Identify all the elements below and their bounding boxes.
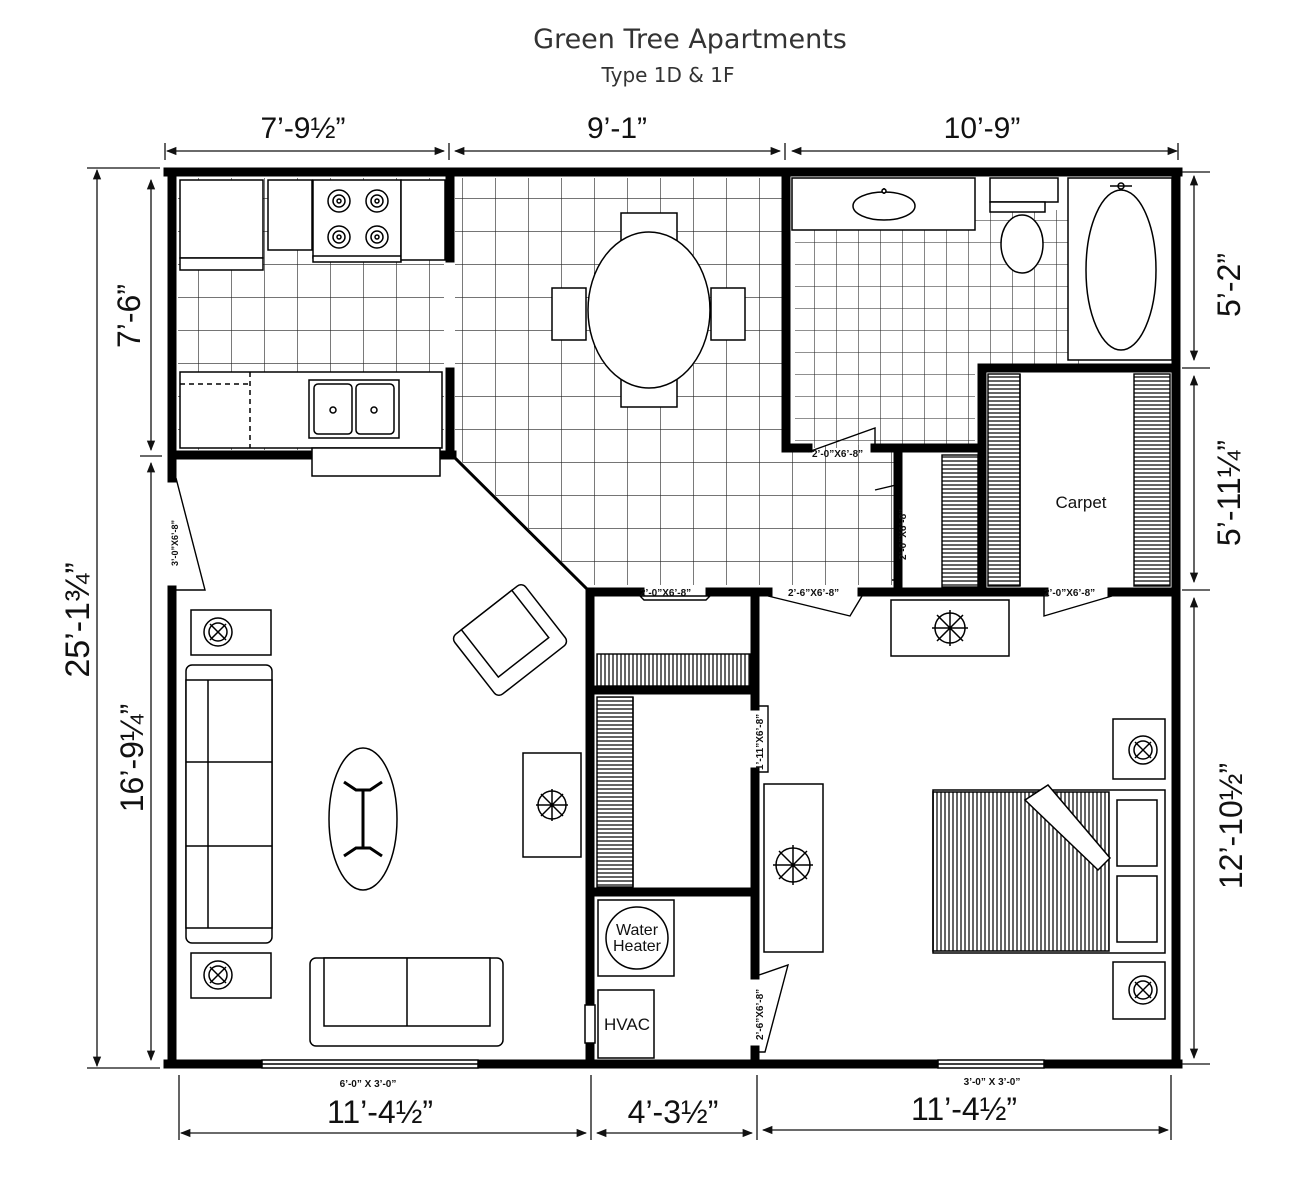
dim-top-mid: 9’-1” [587, 112, 647, 145]
closet-door-label: 2’-0”X6’-8” [898, 509, 909, 560]
windows [261, 1059, 1045, 1069]
bedroom-closet-door-label: 1’-11”X6’-8” [755, 714, 766, 770]
kitchen-fixtures [179, 179, 446, 477]
bedroom-door-swing [767, 595, 863, 617]
dining-table [587, 231, 711, 389]
bath-door-swing [807, 427, 876, 453]
lamp-icon [1128, 975, 1158, 1005]
carpet-label: Carpet [1055, 493, 1106, 512]
plant-icon [536, 789, 568, 821]
carpet-closet-door-label: 2’-0”X6’-8” [1044, 588, 1095, 599]
toilet-icon [1000, 214, 1044, 274]
plant-icon [773, 845, 813, 885]
plan-subtitle: Type 1D & 1F [601, 63, 735, 87]
bedroom-closet-door-swing [751, 705, 769, 773]
bathtub-basin-icon [1085, 189, 1157, 351]
counter-left [267, 179, 313, 251]
utility-equipment [584, 899, 675, 1059]
door-swings [175, 427, 1113, 1053]
dishwasher [311, 447, 441, 477]
lamp-icon [1128, 735, 1158, 765]
closet-door-swing [874, 484, 897, 581]
end-table-bottom [190, 952, 272, 999]
range [312, 179, 402, 259]
dim-bottom-right: 11’-4½” [911, 1091, 1017, 1127]
end-table-top [190, 609, 272, 656]
bath-tile-floor [795, 230, 975, 448]
interior-walls [167, 167, 1181, 1069]
dim-top-left: 7’-9½” [260, 112, 345, 145]
hvac-unit [597, 989, 655, 1059]
lavatory-sink-icon [852, 191, 916, 221]
nightstand-bottom [1112, 961, 1166, 1020]
bedroom-door-label: 2’-6”X6’-8” [788, 588, 839, 599]
dim-right-bottom: 12’-10½” [1213, 763, 1249, 889]
dim-left-lower: 16’-9¼” [114, 704, 150, 813]
bed-cover-fold [1023, 784, 1112, 872]
utility-door-label: 2’-6”X6’-8” [755, 989, 766, 1040]
water-heater-label-1: Water [616, 922, 659, 939]
exterior-walls [163, 167, 1183, 1069]
entry-door-label: 3’-0”X6’-8” [170, 520, 180, 566]
plant-icon [932, 610, 968, 646]
water-heater-icon [605, 906, 669, 970]
closet-shelving [596, 373, 1171, 888]
refrigerator [179, 179, 264, 259]
dim-left-overall: 25’-1¾” [59, 562, 97, 677]
dim-bottom-mid: 4’-3½” [628, 1094, 719, 1130]
hvac-label: HVAC [604, 1015, 650, 1034]
bedroom-furniture [763, 599, 1166, 1020]
entry-door-swing [175, 477, 206, 591]
utility-door-swing [758, 963, 790, 1053]
pillow [1116, 875, 1158, 943]
lamp-icon [203, 960, 233, 990]
dim-bottom-left: 11’-4½” [327, 1094, 433, 1130]
living-window-label: 6’-0” X 3’-0” [340, 1079, 397, 1090]
dining-set [551, 212, 746, 408]
plan-title: Green Tree Apartments [533, 24, 847, 55]
dim-left-upper: 7’-6” [111, 284, 147, 348]
bath-fixtures [791, 177, 1173, 361]
bath-door-label: 2’-0”X6’-8” [812, 449, 863, 460]
water-heater-label-2: Heater [613, 938, 662, 955]
carpet-closet-door-swing [1043, 595, 1113, 617]
burner-icon [327, 189, 389, 249]
dim-right-mid: 5’-11¼” [1211, 440, 1247, 546]
counter-right [400, 179, 446, 261]
lamp-icon [203, 617, 233, 647]
bedroom-window-label: 3’-0” X 3’-0” [964, 1077, 1021, 1088]
dim-top-right: 10’-9” [944, 112, 1021, 145]
dimension-lines [87, 143, 1210, 1140]
pillow [1116, 799, 1158, 867]
hall-closet-door-swing [638, 595, 712, 601]
hall-closet-door-label: 2’-0”X6’-8” [640, 588, 691, 599]
dim-right-top: 5’-2” [1211, 253, 1247, 317]
living-furniture [185, 584, 582, 1047]
